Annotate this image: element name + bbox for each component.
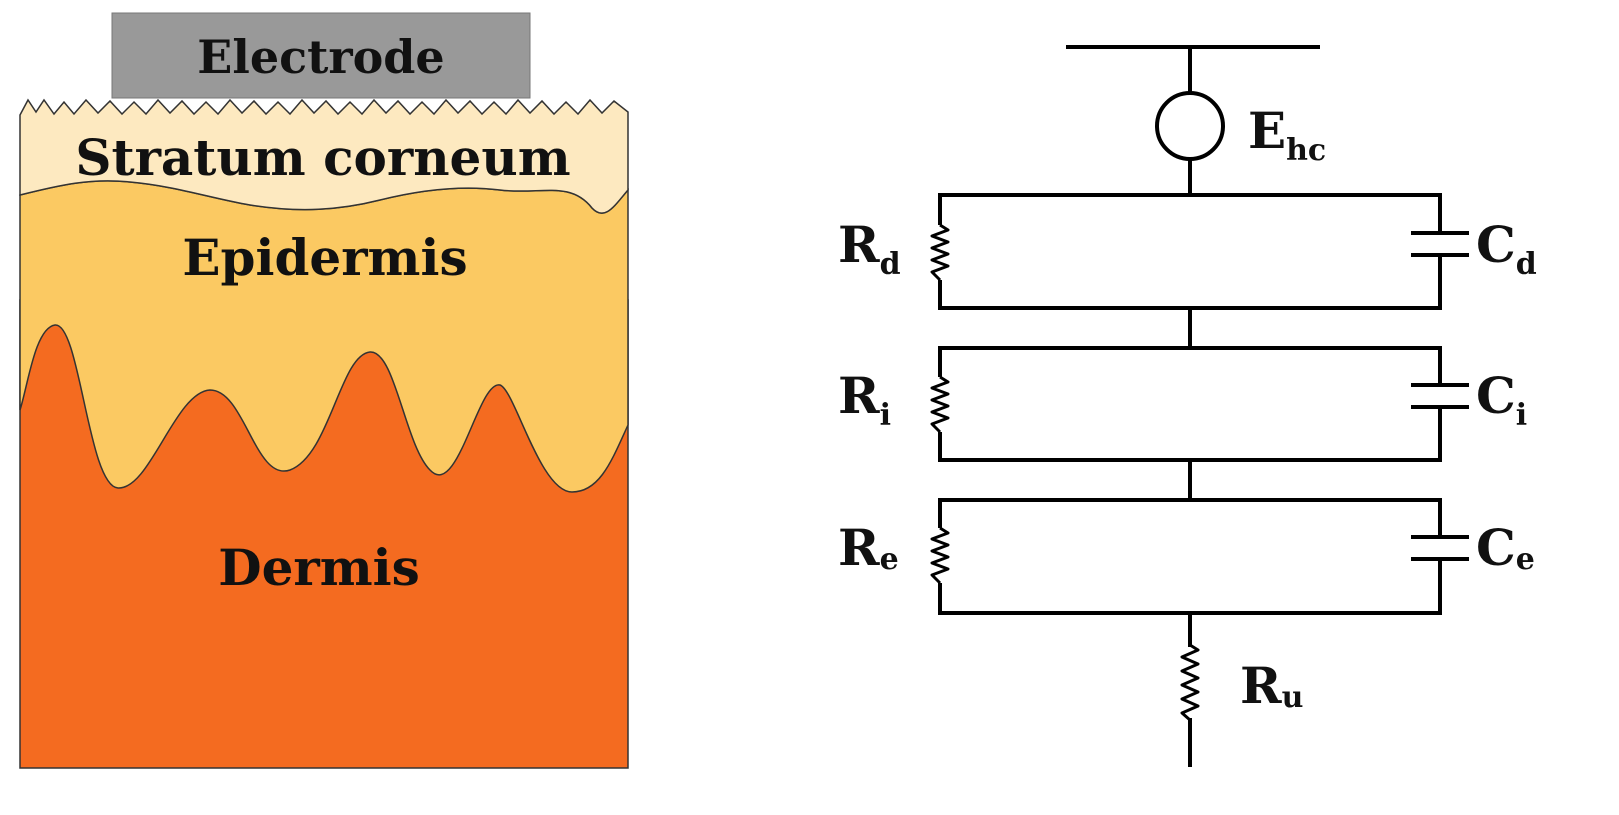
- resistor-d-symbol: [930, 223, 950, 282]
- dermis-label: Dermis: [218, 538, 420, 597]
- electrode-block: [111, 12, 531, 99]
- capacitor-i-label-sub: i: [1516, 398, 1527, 433]
- skin-cross-section: Electrode Stratum corneum Epidermis Derm…: [19, 12, 629, 769]
- capacitor-i-label-main: C: [1476, 366, 1516, 425]
- equivalent-circuit: Ehc Rd Cd Ri: [838, 45, 1537, 767]
- branch-e-capacitor-gap: [1430, 537, 1450, 559]
- branch-e: Re Ce: [838, 498, 1535, 615]
- half-cell-source-symbol: [1155, 91, 1225, 161]
- resistor-d-label-main: R: [838, 215, 880, 274]
- resistor-e-label-sub: e: [880, 542, 899, 577]
- branch-i-capacitor-gap: [1430, 385, 1450, 407]
- branch-i: Ri Ci: [838, 346, 1527, 462]
- half-cell-label-sub: hc: [1286, 133, 1326, 168]
- capacitor-e-label-sub: e: [1516, 542, 1535, 577]
- resistor-i-symbol: [930, 375, 950, 434]
- half-cell-label-main: E: [1248, 101, 1286, 160]
- capacitor-d-label-sub: d: [1516, 247, 1537, 282]
- resistor-i-label-main: R: [838, 366, 880, 425]
- resistor-u-symbol: [1180, 643, 1200, 722]
- capacitor-e-label: Ce: [1476, 518, 1535, 577]
- resistor-i-label-sub: i: [880, 398, 891, 433]
- resistor-d-label-sub: d: [880, 247, 901, 282]
- branch-e-loop: [938, 498, 1442, 615]
- resistor-e-label: Re: [838, 518, 899, 577]
- capacitor-d-label: Cd: [1476, 215, 1537, 282]
- capacitor-i-label: Ci: [1476, 366, 1527, 433]
- branch-i-loop: [938, 346, 1442, 462]
- resistor-u-label-sub: u: [1282, 680, 1304, 715]
- resistor-i-label: Ri: [838, 366, 891, 433]
- capacitor-e-label-main: C: [1476, 518, 1516, 577]
- resistor-e-label-main: R: [838, 518, 880, 577]
- resistor-u-label-main: R: [1240, 656, 1282, 715]
- resistor-d-label: Rd: [838, 215, 901, 282]
- resistor-e-symbol: [930, 526, 950, 585]
- branch-d-loop: [938, 193, 1442, 310]
- branch-d-capacitor-gap: [1430, 233, 1450, 255]
- stratum-corneum-layer: [19, 98, 629, 214]
- half-cell-label: Ehc: [1248, 101, 1326, 168]
- stratum-corneum-label: Stratum corneum: [75, 128, 570, 187]
- resistor-u-label: Ru: [1240, 656, 1303, 715]
- branch-d: Rd Cd: [838, 193, 1537, 310]
- capacitor-d-label-main: C: [1476, 215, 1516, 274]
- electrode-label: Electrode: [197, 30, 444, 84]
- epidermis-label: Epidermis: [182, 228, 467, 287]
